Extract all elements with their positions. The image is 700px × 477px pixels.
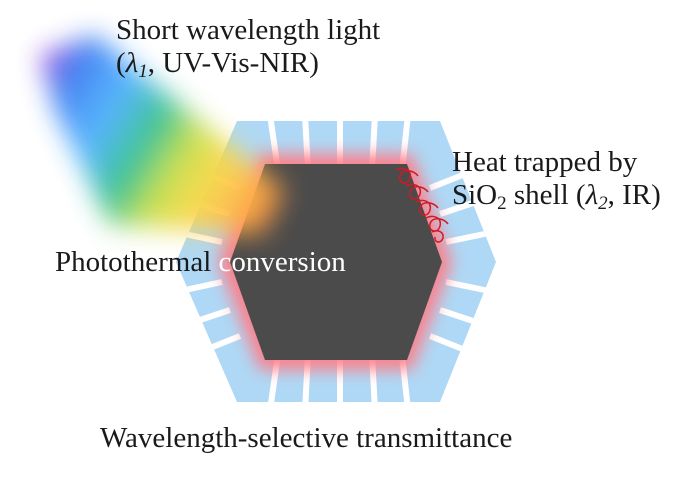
lambda-subscript: 2	[598, 193, 608, 215]
shell-text: shell (	[506, 179, 586, 212]
lambda-symbol: λ	[585, 179, 599, 212]
heat-trapped-title: Heat trapped by	[452, 146, 638, 178]
lambda-symbol: λ	[125, 47, 139, 80]
photothermal-label: Photothermal conversion	[55, 246, 346, 279]
transmittance-label: Wavelength-selective transmittance	[100, 422, 513, 454]
heat-wave-icon	[395, 167, 449, 243]
short-wavelength-title: Short wavelength light	[116, 14, 381, 46]
photothermal-word: Photothermal	[55, 246, 212, 278]
sio-text: SiO	[452, 179, 498, 212]
conversion-word: conversion	[211, 246, 346, 278]
lambda-subscript: 1	[138, 61, 148, 83]
heat-trapped-label: Heat trapped by SiO2 shell (λ2, IR)	[452, 146, 661, 213]
paren-open: (	[116, 47, 126, 80]
range-text: , UV-Vis-NIR)	[147, 47, 319, 80]
short-wavelength-label: Short wavelength light (λ1, UV-Vis-NIR)	[116, 14, 380, 81]
ir-text: , IR)	[607, 179, 661, 212]
heat-trapped-shell: SiO2 shell (λ2, IR)	[452, 179, 661, 215]
photothermal-core	[230, 164, 442, 360]
light-beam	[40, 35, 285, 235]
sio-subscript: 2	[497, 193, 507, 215]
short-wavelength-range: (λ1, UV-Vis-NIR)	[116, 47, 380, 83]
